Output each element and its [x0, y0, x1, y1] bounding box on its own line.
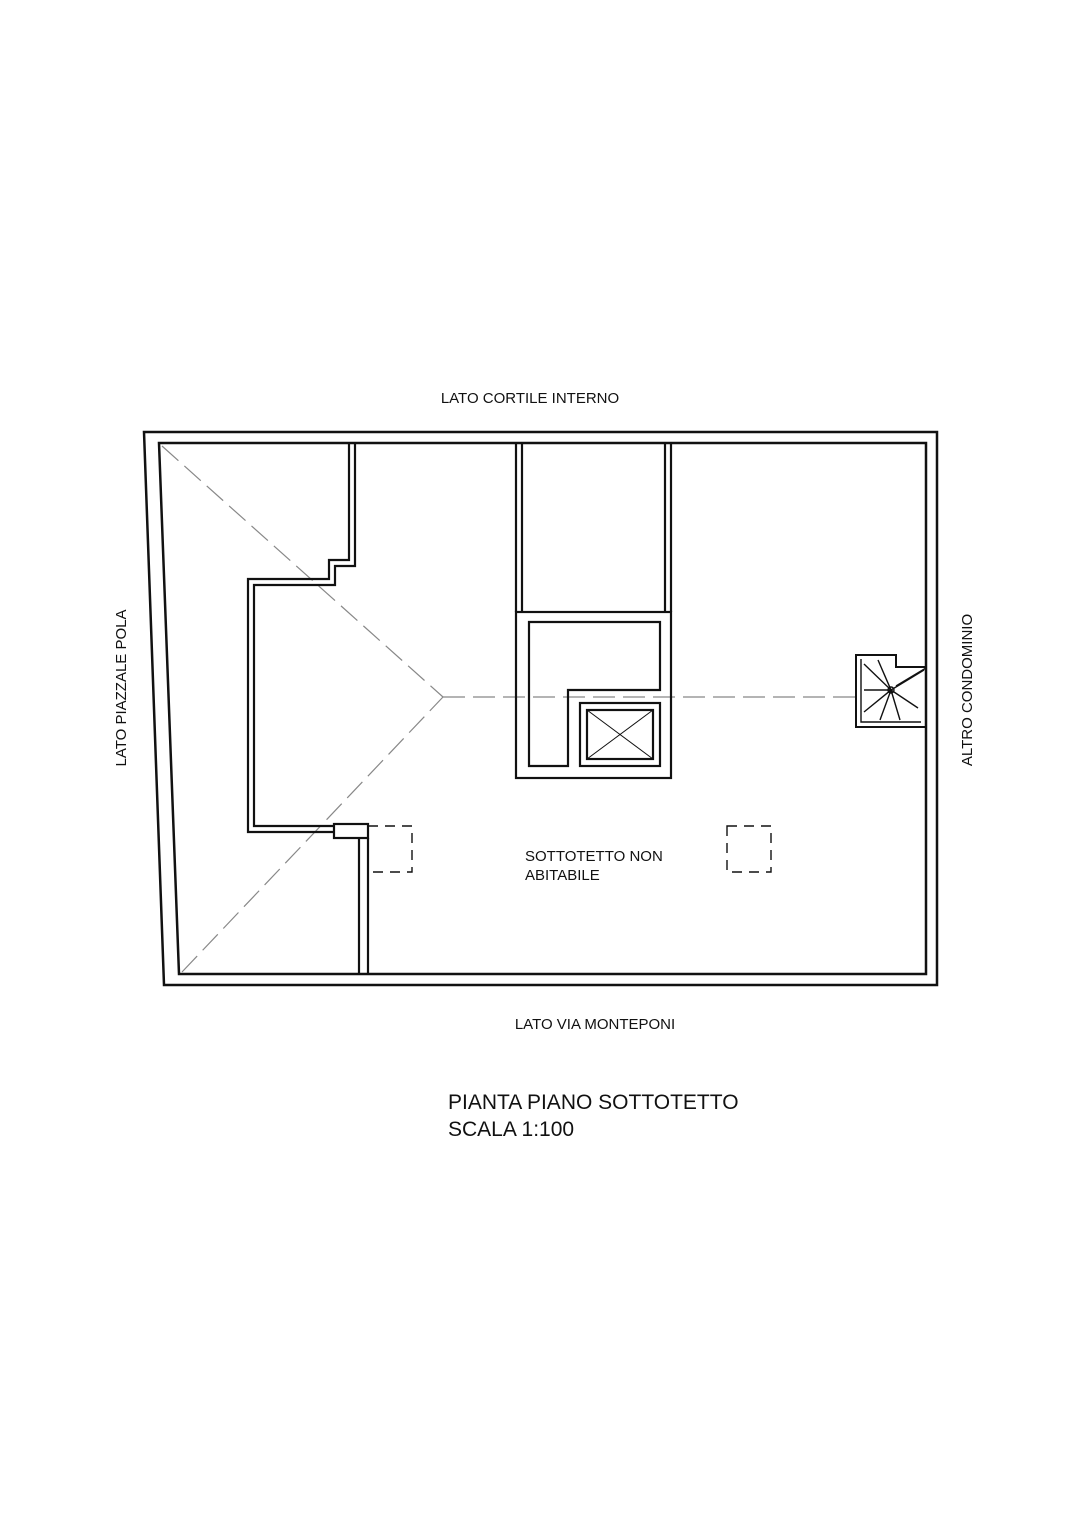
label-bottom-side: LATO VIA MONTEPONI [515, 1016, 675, 1033]
core-outer-box [514, 610, 673, 780]
outer-walls [142, 430, 939, 987]
central-core [514, 443, 673, 780]
spiral-stair-frame [855, 654, 926, 728]
core-inner-stair-wall [527, 620, 662, 768]
skylight-right [726, 825, 772, 873]
elevator-inner [585, 708, 655, 761]
drawing-title: PIANTA PIANO SOTTOTETTO [448, 1091, 739, 1114]
step-6 [890, 689, 901, 721]
left-partition-wall [246, 443, 370, 974]
hip-line-top [161, 445, 444, 698]
outer-wall-outline [142, 430, 939, 987]
step-5 [879, 689, 892, 721]
label-right-side: ALTRO CONDOMINIO [959, 614, 976, 766]
skylights [367, 825, 772, 873]
room-label-line2: ABITABILE [525, 867, 600, 884]
drawing-scale: SCALA 1:100 [448, 1118, 574, 1141]
stair-arrow [895, 667, 927, 687]
hip-line-bottom [181, 696, 444, 973]
partition-outer-line [246, 443, 351, 834]
step-7 [890, 689, 919, 709]
partition-pier [332, 822, 370, 840]
label-top-side: LATO CORTILE INTERNO [441, 390, 619, 407]
skylight-left [367, 825, 413, 873]
step-4 [863, 689, 892, 713]
roof-ridge-lines [161, 445, 858, 973]
room-label-line1: SOTTOTETTO NON [525, 848, 663, 865]
inner-wall-outline [157, 441, 928, 976]
step-8 [890, 669, 925, 691]
spiral-stair-frame-inner [860, 659, 921, 723]
step-1 [863, 663, 892, 691]
elevator-cross-2 [586, 709, 654, 760]
elevator-outer [578, 701, 662, 768]
spiral-stair [855, 654, 927, 728]
partition-inner-line [252, 443, 357, 828]
step-2 [877, 659, 892, 691]
label-left-side: LATO PIAZZALE POLA [113, 609, 130, 766]
